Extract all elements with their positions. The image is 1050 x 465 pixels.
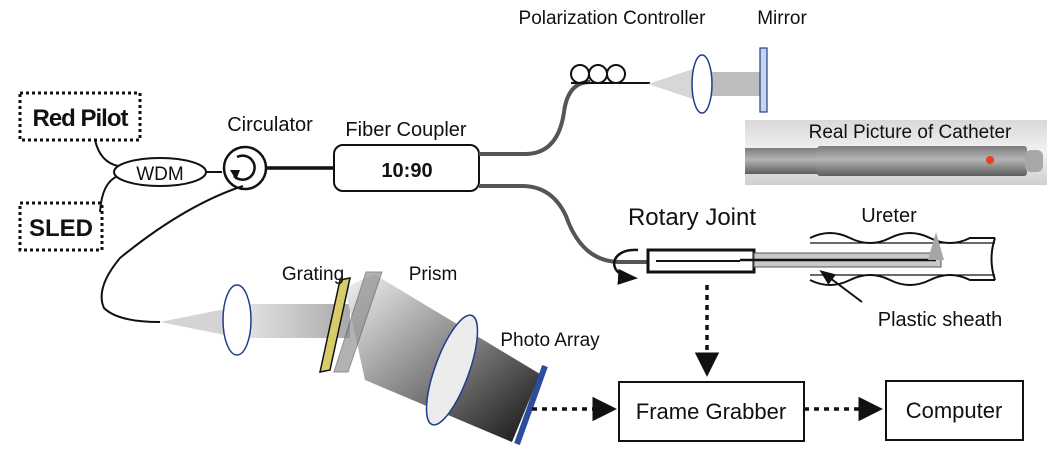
reference-collimated-beam [704, 72, 762, 96]
sled-source: SLED [18, 201, 104, 252]
focusing-lens [425, 314, 479, 426]
wdm-label: WDM [136, 164, 183, 185]
detection-fiber [100, 185, 244, 323]
catheter-photo [745, 120, 1047, 185]
circulator-label: Circulator [227, 114, 313, 136]
red-pilot-label: Red Pilot [32, 105, 128, 132]
reference-beam-cone [648, 68, 696, 100]
polarization-controller-label: Polarization Controller [519, 8, 707, 29]
sled-label: SLED [29, 215, 93, 242]
mirror-label: Mirror [757, 8, 807, 29]
plastic-sheath-label: Plastic sheath [878, 309, 1003, 331]
rotary-joint-label: Rotary Joint [628, 204, 756, 231]
fiber-output-cone [160, 308, 230, 336]
catheter-output-beam [928, 232, 944, 260]
coupler-ratio-label: 10:90 [381, 160, 432, 182]
frame-grabber: Frame Grabber [618, 381, 805, 442]
reference-arm-fiber [479, 80, 591, 156]
circulator [222, 145, 268, 191]
prism [333, 271, 383, 373]
sample-arm-fiber [479, 184, 650, 264]
rotary-joint [646, 248, 756, 274]
real-picture-label: Real Picture of Catheter [809, 122, 1012, 143]
rotation-arrow-icon [613, 248, 639, 285]
wdm: WDM [113, 157, 207, 187]
photo-array-label: Photo Array [500, 330, 600, 351]
computer: Computer [885, 380, 1024, 441]
ureter-label: Ureter [861, 205, 917, 227]
collimating-lens [222, 284, 252, 356]
polarization-controller [570, 64, 650, 84]
fiber-coupler: 10:90 [333, 144, 480, 192]
red-pilot-source: Red Pilot [18, 91, 142, 142]
computer-label: Computer [906, 398, 1003, 423]
grating [319, 277, 351, 373]
fiber-coupler-label: Fiber Coupler [345, 119, 467, 141]
sled-fiber [99, 175, 119, 213]
grating-label: Grating [282, 264, 344, 285]
prism-label: Prism [409, 264, 458, 285]
plastic-sheath-pointer [819, 270, 863, 303]
mirror [759, 47, 768, 113]
reference-lens [691, 54, 713, 114]
frame-grabber-label: Frame Grabber [636, 399, 786, 424]
photo-array [514, 364, 548, 446]
red-pilot-fiber [94, 139, 119, 167]
